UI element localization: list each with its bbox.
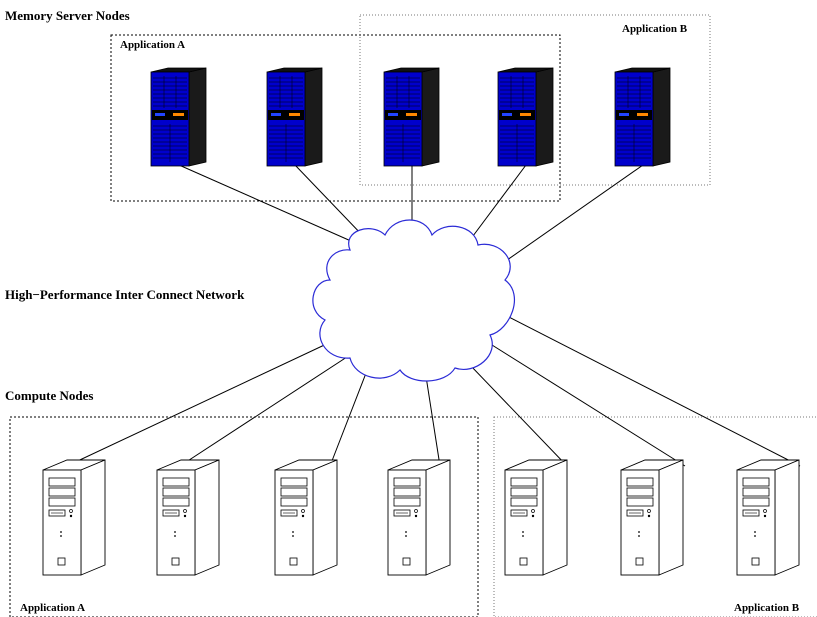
tower-pc-icon [156,459,220,576]
compute-group-b-box [493,416,817,617]
link-compute-node-6 [491,344,686,467]
compute-group-b-label: Application B [734,602,800,614]
memory-server-nodes-title: Memory Server Nodes [5,8,130,23]
rack-server-icon [266,67,323,167]
memory-group-b-box [359,14,711,186]
link-compute-node-3 [329,367,369,467]
memory-group-a-label: Application A [120,39,185,51]
rack-server-icon [614,67,671,167]
tower-pc-icon [42,459,106,576]
compute-group-a-label: Application A [20,602,85,614]
link-memory-server-1 [178,164,361,246]
compute-nodes-title: Compute Nodes [5,388,93,403]
network-links [66,164,801,467]
link-compute-node-4 [424,369,441,467]
memory-servers [150,67,671,167]
rack-server-icon [383,67,440,167]
link-compute-node-7 [504,314,801,467]
compute-nodes [42,459,800,576]
memory-group-a-box [110,34,561,202]
rack-server-icon [497,67,554,167]
tower-pc-icon [504,459,568,576]
link-memory-server-4 [469,164,527,241]
link-compute-node-1 [66,339,336,467]
rack-server-icon [150,67,207,167]
network-cloud-icon [312,219,515,382]
link-memory-server-5 [489,164,644,273]
tower-pc-icon [620,459,684,576]
compute-group-a-box [9,416,479,617]
interconnect-network-title: High−Performance Inter Connect Network [5,287,245,302]
memory-group-b-label: Application B [622,23,688,35]
link-memory-server-2 [294,164,366,239]
tower-pc-icon [387,459,451,576]
tower-pc-icon [736,459,800,576]
tower-pc-icon [274,459,338,576]
link-compute-node-2 [179,354,351,467]
link-compute-node-5 [469,364,568,467]
